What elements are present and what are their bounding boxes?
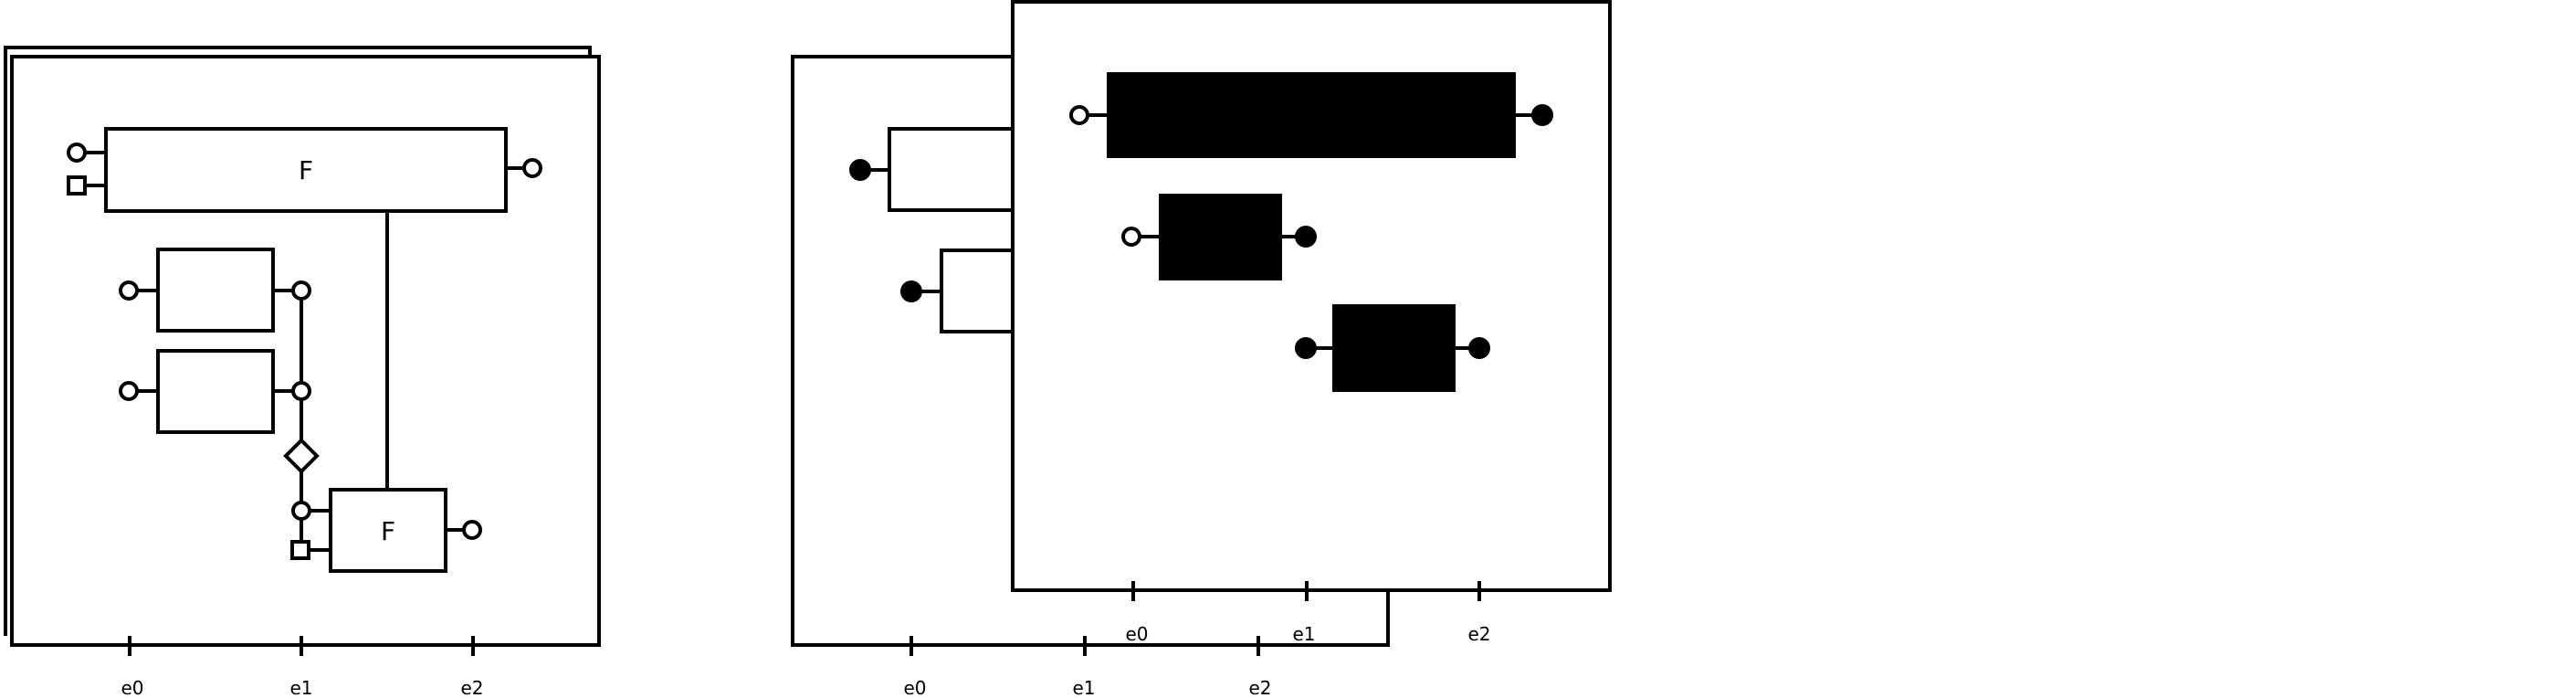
port-filled [1295, 226, 1317, 248]
function-box [156, 248, 275, 333]
output-port-circle [291, 280, 311, 301]
output-port-circle [522, 158, 542, 178]
axis-label-e2: e2 [1248, 677, 1271, 698]
function-label-top: F [299, 155, 313, 185]
function-label-bottom: F [381, 516, 395, 546]
activity-bar [1159, 194, 1282, 280]
activity-bar [1107, 72, 1516, 158]
input-port-circle [291, 501, 311, 521]
middle-front-diagram [1011, 0, 1612, 601]
output-port-circle [291, 381, 311, 401]
axis-label-e1: e1 [1292, 623, 1315, 645]
function-box [156, 349, 275, 434]
left-frame-back-edge [4, 46, 592, 636]
input-port-circle [119, 280, 139, 301]
port-open [1121, 227, 1141, 247]
input-port-circle [119, 381, 139, 401]
input-port-square [290, 540, 310, 560]
axis-label-e1: e1 [1072, 677, 1095, 698]
axis-label-e0: e0 [903, 677, 926, 698]
output-port-circle [462, 520, 482, 540]
input-port-square [67, 175, 87, 196]
axis-label-e0: e0 [121, 677, 143, 698]
left-diagram [4, 46, 601, 656]
port-open [1069, 105, 1089, 125]
port-filled [1468, 337, 1490, 359]
input-port-circle [67, 143, 87, 163]
function-box-bottom [329, 488, 447, 573]
activity-bar [1332, 304, 1456, 392]
port-filled [1295, 337, 1317, 359]
axis-label-e1: e1 [289, 677, 312, 698]
function-box-top [104, 127, 508, 213]
port-filled [900, 280, 922, 302]
axis-label-e0: e0 [1125, 623, 1148, 645]
port-filled [849, 159, 871, 181]
axis-label-e2: e2 [460, 677, 483, 698]
axis-label-e2: e2 [1467, 623, 1490, 645]
port-filled [1531, 104, 1553, 126]
